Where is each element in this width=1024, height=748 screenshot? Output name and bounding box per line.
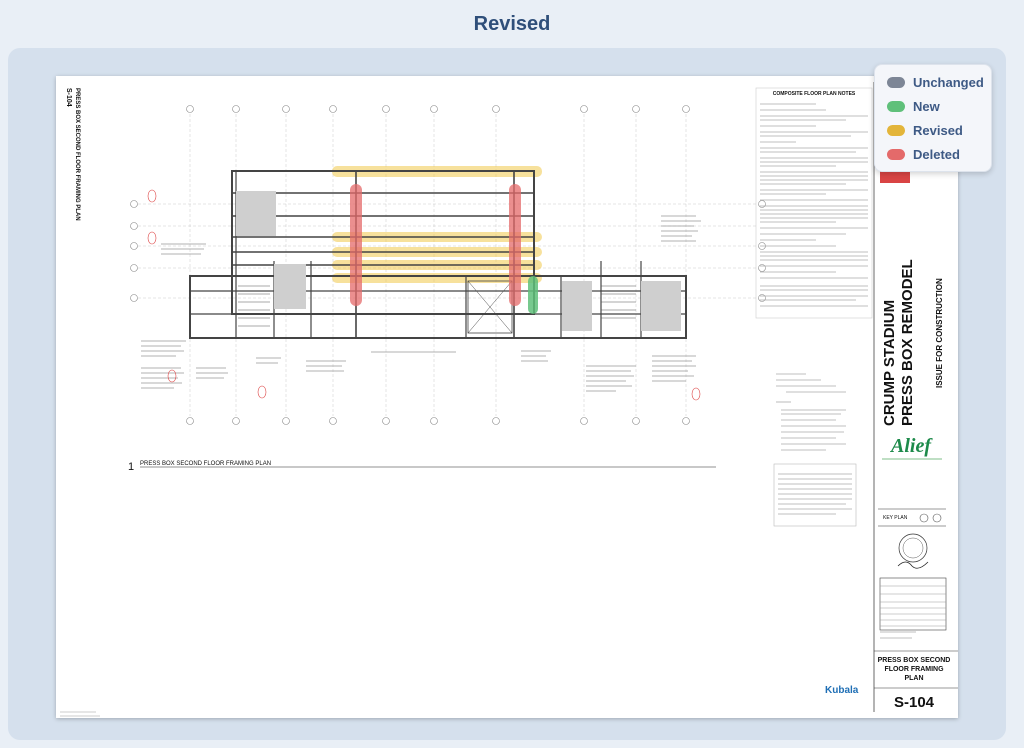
red-markers	[147, 189, 701, 401]
revised-swatch-icon	[887, 124, 905, 136]
engineer-seal	[898, 533, 928, 563]
new-swatch-icon	[887, 100, 905, 112]
project-line2: PRESS BOX REMODEL	[899, 259, 916, 426]
legend-item-new[interactable]: New	[887, 98, 940, 114]
key-plan-label: KEY PLAN	[883, 515, 908, 521]
unchanged-swatch-icon	[887, 76, 905, 88]
stairs	[238, 285, 636, 327]
legend-item-deleted[interactable]: Deleted	[887, 146, 960, 162]
grid-bubbles	[130, 105, 766, 425]
legend-item-unchanged[interactable]: Unchanged	[887, 74, 984, 90]
client-logo: Alief	[889, 435, 933, 457]
sheet-title: PRESS BOX SECOND FLOOR FRAMING PLAN	[877, 657, 951, 682]
plan-title: PRESS BOX SECOND FLOOR FRAMING PLAN	[140, 461, 271, 467]
page-title: Revised	[473, 13, 551, 35]
deleted-highlights	[350, 184, 521, 306]
change-legend: Unchanged New Revised Deleted	[874, 64, 992, 172]
legend-item-revised[interactable]: Revised	[887, 122, 963, 138]
general-notes-box	[773, 463, 857, 527]
side-title-text: PRESS BOX SECOND FLOOR FRAMING PLAN	[74, 88, 80, 221]
side-sheet-text: S-104	[65, 88, 72, 107]
legend-label: Revised	[913, 122, 963, 138]
red-tag	[880, 171, 910, 183]
notes-title: COMPOSITE FLOOR PLAN NOTES	[773, 91, 856, 97]
drawing-canvas: PRESS BOX SECOND FLOOR FRAMING PLAN S-10…	[60, 82, 958, 717]
project-line1: CRUMP STADIUM	[881, 300, 898, 426]
side-title-block: PRESS BOX SECOND FLOOR FRAMING PLAN S-10…	[65, 88, 80, 221]
wall-hatches	[236, 191, 681, 331]
legend-label: Deleted	[913, 146, 960, 162]
firm-logo: Kubala	[825, 685, 859, 696]
new-highlight	[528, 276, 538, 314]
legend-label: Unchanged	[913, 74, 984, 90]
issue-text: ISSUE FOR CONSTRUCTION	[935, 278, 944, 388]
abbreviation-notes	[776, 373, 846, 451]
drawing-sheet[interactable]: PRESS BOX SECOND FLOOR FRAMING PLAN S-10…	[56, 76, 958, 718]
plan-callouts	[141, 215, 701, 392]
deleted-swatch-icon	[887, 148, 905, 160]
legend-label: New	[913, 98, 940, 114]
title-block: CRUMP STADIUM PRESS BOX REMODEL ISSUE FO…	[825, 82, 958, 712]
notes-panel: COMPOSITE FLOOR PLAN NOTES	[755, 87, 873, 319]
sheet-number: S-104	[894, 694, 935, 711]
plan-number: 1	[128, 461, 134, 473]
